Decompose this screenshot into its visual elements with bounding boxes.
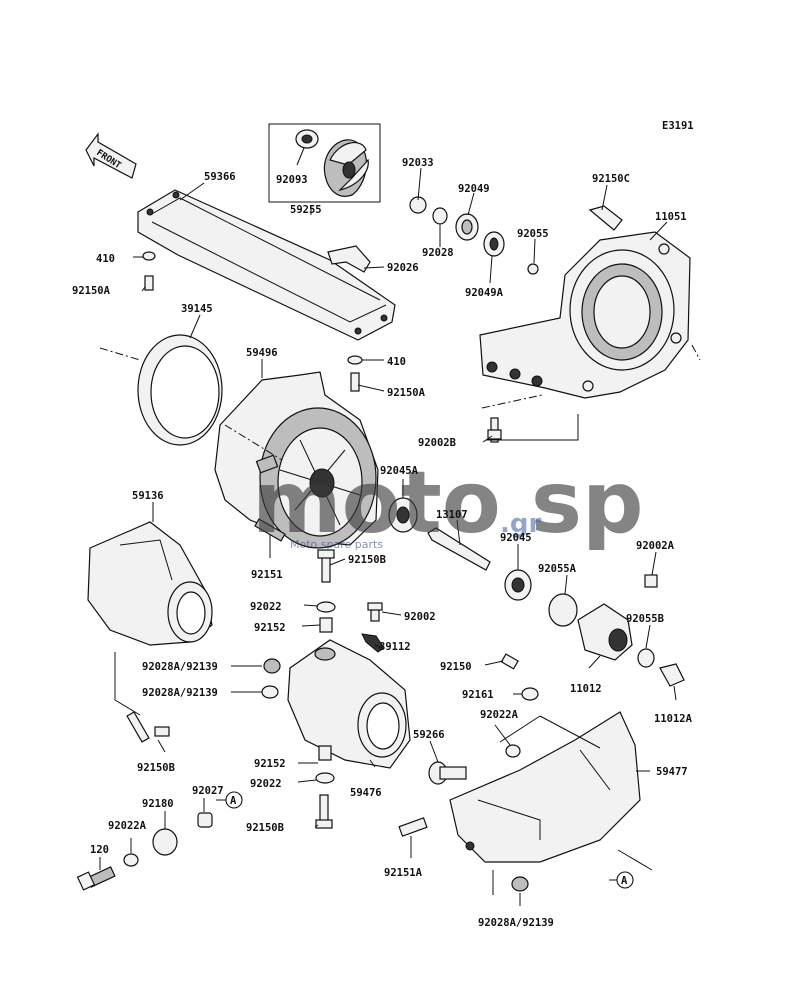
fasteners-lower bbox=[126, 711, 335, 829]
callout-a-left: A bbox=[225, 791, 243, 809]
part-label-92049: 92049 bbox=[458, 183, 490, 195]
part-label-92033: 92033 bbox=[402, 157, 434, 169]
part-label-92093: 92093 bbox=[276, 174, 308, 186]
part-label-39112: 39112 bbox=[379, 641, 411, 653]
part-label-92022: 92022 bbox=[250, 778, 282, 790]
ring-39145 bbox=[137, 334, 223, 446]
fasteners-right bbox=[500, 653, 539, 758]
part-label-120: 120 bbox=[90, 844, 109, 856]
pump-cover-plate bbox=[137, 189, 396, 341]
bushing-bottom bbox=[511, 876, 529, 892]
part-label-410: 410 bbox=[96, 253, 115, 265]
part-label-39145: 39145 bbox=[181, 303, 213, 315]
bearing-92045 bbox=[504, 569, 532, 601]
watermark-logo: moto sp Moto spare parts .gr bbox=[252, 453, 644, 553]
reducer-11012 bbox=[548, 574, 685, 687]
bearing-92045A bbox=[388, 497, 418, 533]
part-label-92151a: 92151A bbox=[384, 867, 423, 879]
part-label-92049a: 92049A bbox=[465, 287, 504, 299]
fasteners-mid bbox=[254, 518, 385, 653]
leader-lines bbox=[99, 147, 701, 906]
svg-text:A: A bbox=[230, 795, 237, 807]
duct-59136 bbox=[87, 521, 213, 646]
part-label-92028a-92139: 92028A/92139 bbox=[478, 917, 554, 929]
part-label-59255: 59255 bbox=[290, 204, 322, 216]
bushings-left bbox=[261, 658, 281, 699]
svg-text:Moto spare parts: Moto spare parts bbox=[290, 538, 383, 551]
part-label-92152: 92152 bbox=[254, 758, 286, 770]
reverse-bucket-59477 bbox=[449, 711, 641, 863]
part-label-92045a: 92045A bbox=[380, 465, 419, 477]
part-label-92055b: 92055B bbox=[626, 613, 664, 625]
svg-text:moto sp: moto sp bbox=[252, 453, 644, 553]
part-label-92150c: 92150C bbox=[592, 173, 630, 185]
nozzle-59476 bbox=[287, 639, 411, 769]
part-label-92045: 92045 bbox=[500, 532, 532, 544]
part-label-92150a: 92150A bbox=[387, 387, 426, 399]
part-label-92028a-92139: 92028A/92139 bbox=[142, 687, 218, 699]
part-label-92152: 92152 bbox=[254, 622, 286, 634]
part-label-410: 410 bbox=[387, 356, 406, 368]
callout-a-right: A bbox=[616, 871, 634, 889]
part-label-92027: 92027 bbox=[192, 785, 224, 797]
part-label-92028a-92139: 92028A/92139 bbox=[142, 661, 218, 673]
part-label-92150: 92150 bbox=[440, 661, 472, 673]
part-label-92161: 92161 bbox=[462, 689, 494, 701]
part-label-59136: 59136 bbox=[132, 490, 164, 502]
part-label-92055: 92055 bbox=[517, 228, 549, 240]
front-arrow-icon: FRONT bbox=[85, 132, 137, 179]
part-label-92026: 92026 bbox=[387, 262, 419, 274]
part-label-92150b: 92150B bbox=[137, 762, 175, 774]
fitting-59266 bbox=[428, 761, 467, 785]
part-label-92055a: 92055A bbox=[538, 563, 577, 575]
part-label-59266: 59266 bbox=[413, 729, 445, 741]
part-label-92002b: 92002B bbox=[418, 437, 456, 449]
svg-text:.gr: .gr bbox=[500, 509, 541, 539]
bolt-92151A bbox=[398, 817, 428, 837]
part-label-59366: 59366 bbox=[204, 171, 236, 183]
hardware-bottom-left bbox=[76, 812, 213, 891]
pump-housing-11051 bbox=[479, 205, 691, 399]
shaft-13107 bbox=[427, 527, 491, 571]
fasteners-center bbox=[142, 251, 502, 443]
part-label-92022a: 92022A bbox=[480, 709, 519, 721]
pump-case-59496 bbox=[214, 371, 379, 549]
part-label-92150b: 92150B bbox=[348, 554, 386, 566]
part-label-59476: 59476 bbox=[350, 787, 382, 799]
part-label-92002: 92002 bbox=[404, 611, 436, 623]
impeller-assembly bbox=[268, 123, 381, 203]
part-label-92028: 92028 bbox=[422, 247, 454, 259]
part-label-59477: 59477 bbox=[656, 766, 688, 778]
part-label-92002a: 92002A bbox=[636, 540, 675, 552]
diagram-code: E3191 bbox=[662, 120, 694, 132]
upper-bearing-parts bbox=[409, 196, 539, 275]
part-label-11051: 11051 bbox=[655, 211, 687, 223]
part-label-13107: 13107 bbox=[436, 509, 468, 521]
part-label-92150b: 92150B bbox=[246, 822, 284, 834]
part-number-labels: 59366 92093 59255 92033 92049 92150C 11051 410 9… bbox=[72, 157, 693, 929]
part-label-11012a: 11012A bbox=[654, 713, 693, 725]
part-label-59496: 59496 bbox=[246, 347, 278, 359]
part-label-92151: 92151 bbox=[251, 569, 283, 581]
part-label-92022: 92022 bbox=[250, 601, 282, 613]
part-label-11012: 11012 bbox=[570, 683, 602, 695]
svg-text:A: A bbox=[621, 875, 628, 887]
part-label-92150a: 92150A bbox=[72, 285, 111, 297]
part-label-92180: 92180 bbox=[142, 798, 174, 810]
clip-92026 bbox=[327, 245, 371, 273]
part-label-92022a: 92022A bbox=[108, 820, 147, 832]
